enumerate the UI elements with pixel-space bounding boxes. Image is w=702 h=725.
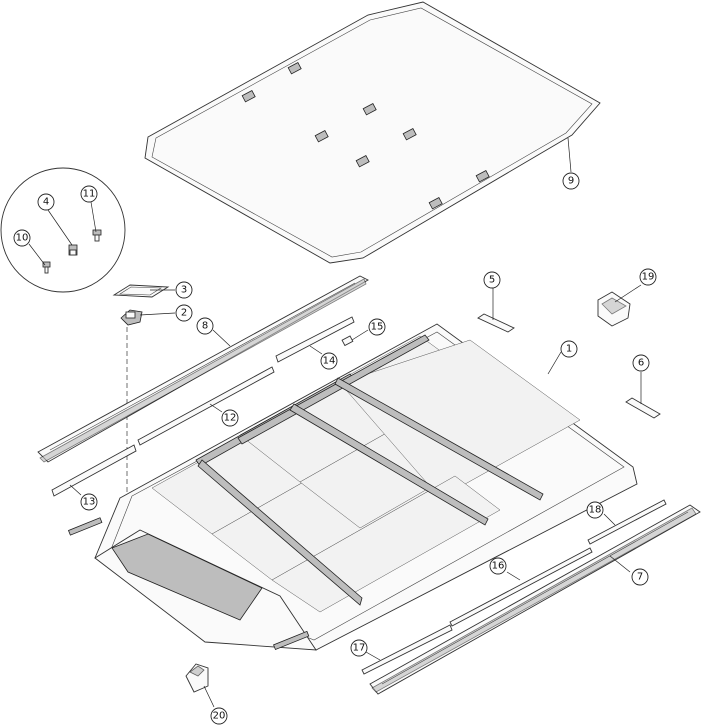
fastener-4	[68, 244, 78, 256]
callout-label-7: 7	[637, 572, 643, 583]
bracket-5	[477, 313, 515, 333]
leader-lines	[28, 137, 642, 708]
front-trim-strip	[51, 444, 137, 497]
callout-label-17: 17	[353, 643, 366, 654]
gasket-plate	[112, 284, 170, 298]
bolt-studs	[67, 517, 310, 651]
callout-label-6: 6	[638, 358, 644, 369]
connector-housing	[120, 309, 143, 326]
callout-label-11: 11	[83, 189, 96, 200]
callout-10: 10	[13, 229, 31, 247]
callout-9: 9	[562, 172, 580, 190]
callout-label-5: 5	[489, 275, 495, 286]
electrical-module	[597, 291, 631, 327]
callout-label-18: 18	[589, 505, 602, 516]
callout-3: 3	[175, 281, 193, 299]
callout-label-13: 13	[83, 497, 96, 508]
right-trim-strip-18	[587, 499, 667, 545]
right-trim-strip-16	[449, 547, 593, 627]
callout-label-8: 8	[202, 321, 208, 332]
fastener-11	[92, 229, 102, 242]
callout-5: 5	[483, 271, 501, 289]
callout-7: 7	[631, 568, 649, 586]
callout-label-2: 2	[181, 308, 187, 319]
callout-20: 20	[210, 707, 228, 725]
callout-8: 8	[196, 317, 214, 335]
callout-15: 15	[368, 318, 386, 336]
callout-6: 6	[632, 354, 650, 372]
top-cover-panel	[144, 1, 601, 264]
callout-label-1: 1	[566, 344, 572, 355]
callout-19: 19	[639, 268, 657, 286]
callout-16: 16	[489, 557, 507, 575]
callout-1: 1	[560, 340, 578, 358]
callout-label-3: 3	[181, 285, 187, 296]
battery-tray	[67, 323, 638, 651]
cross-members	[195, 334, 544, 606]
callout-11: 11	[80, 185, 98, 203]
callout-18: 18	[586, 501, 604, 519]
front-subframe	[94, 529, 317, 651]
right-side-rail	[369, 504, 701, 695]
bracket-6	[625, 397, 661, 419]
callout-label-14: 14	[323, 356, 336, 367]
callout-label-4: 4	[43, 197, 49, 208]
callout-label-16: 16	[492, 561, 505, 572]
callout-label-12: 12	[224, 413, 237, 424]
callout-4: 4	[37, 193, 55, 211]
callout-12: 12	[221, 409, 239, 427]
cover-inserts	[241, 61, 490, 210]
center-trim-strip	[137, 366, 275, 446]
right-trim-strip-17	[361, 624, 453, 675]
callout-label-9: 9	[568, 176, 574, 187]
callout-label-19: 19	[642, 272, 655, 283]
clip-15	[341, 335, 354, 347]
callout-17: 17	[350, 639, 368, 657]
callout-13: 13	[80, 493, 98, 511]
left-side-rail	[37, 275, 369, 463]
callout-label-15: 15	[371, 322, 384, 333]
mount-component-20	[185, 663, 209, 693]
callout-14: 14	[320, 352, 338, 370]
callout-label-20: 20	[213, 711, 226, 722]
rear-trim-strip	[275, 316, 355, 363]
callout-2: 2	[175, 304, 193, 322]
callout-label-10: 10	[16, 233, 29, 244]
fastener-10	[42, 261, 51, 274]
fastener-detail-view	[0, 167, 126, 293]
